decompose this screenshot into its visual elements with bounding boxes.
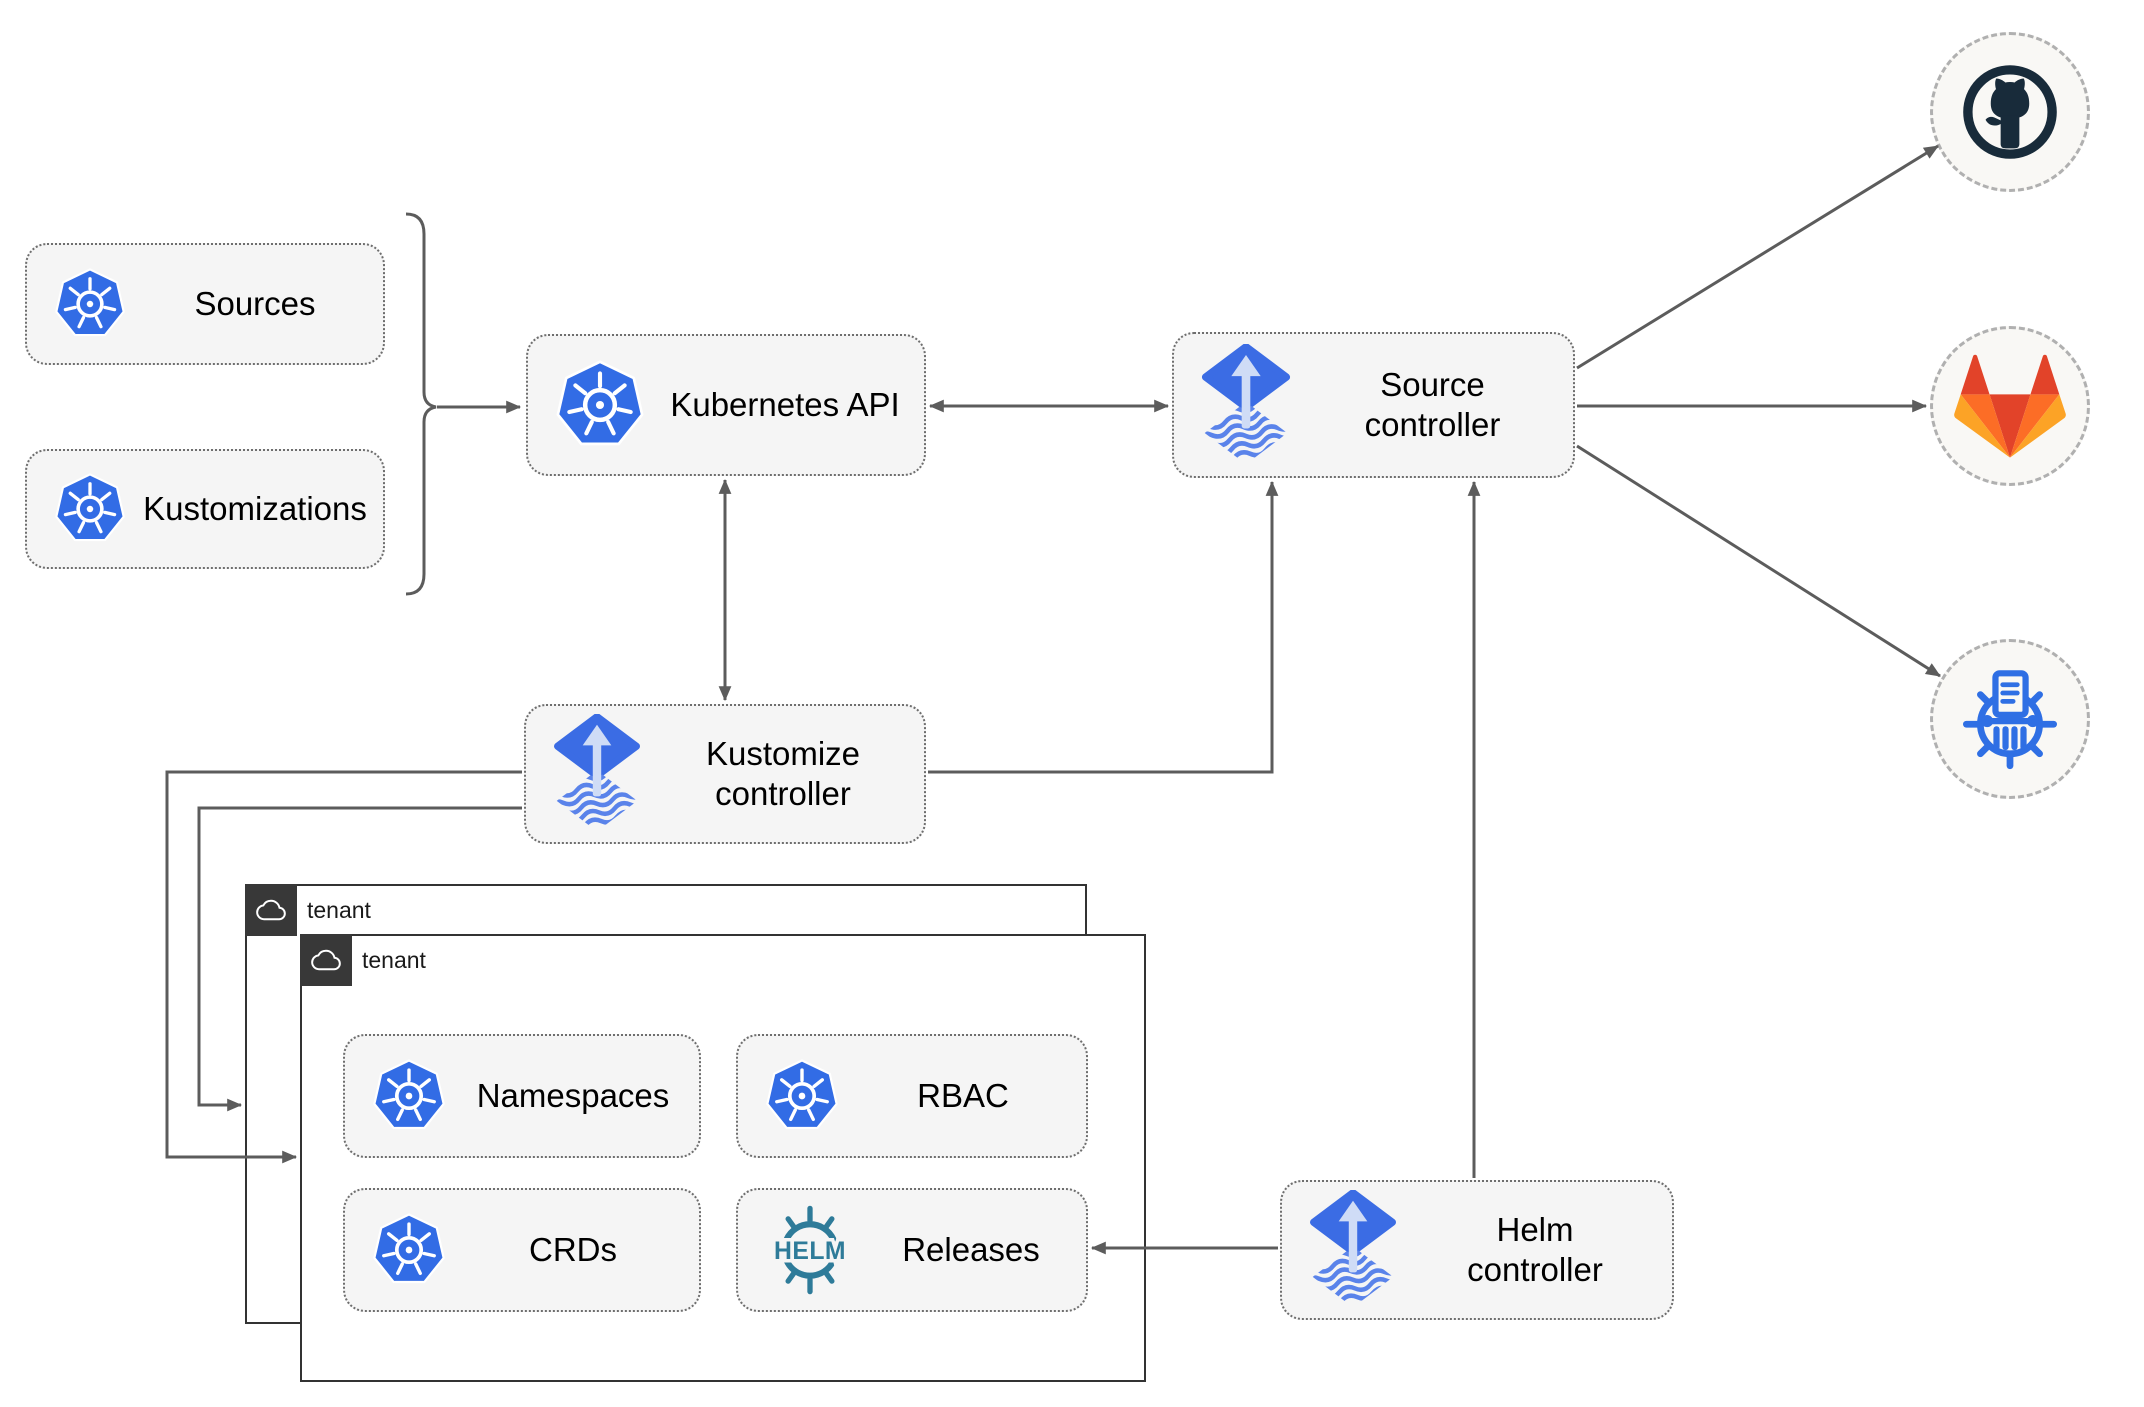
- node-rbac-label: RBAC: [917, 1076, 1009, 1114]
- tenant-back-label: tenant: [307, 896, 371, 923]
- edge-source-controller-to-github: [1576, 144, 1939, 370]
- kubernetes-icon: [371, 1213, 447, 1287]
- chartmuseum-helm-repo-icon: [1963, 670, 2057, 770]
- kubernetes-icon: [53, 473, 127, 545]
- kubernetes-icon: [554, 360, 646, 450]
- node-rbac: RBAC: [736, 1034, 1088, 1158]
- kubernetes-icon: [53, 268, 127, 340]
- node-source-controller: Source controller: [1172, 332, 1575, 478]
- node-sources-label: Sources: [194, 284, 316, 322]
- node-sources: Sources: [25, 243, 385, 365]
- kubernetes-icon: [764, 1059, 840, 1133]
- helm-icon: [764, 1204, 856, 1296]
- flux-icon: [552, 714, 642, 834]
- edge-group-brace: [405, 212, 437, 596]
- cloud-icon: [256, 899, 286, 921]
- edge-source-controller-to-chartmuseum: [1576, 444, 1941, 678]
- endpoint-gitlab: [1930, 326, 2090, 486]
- node-crds-label: CRDs: [529, 1230, 617, 1268]
- node-kustomize-controller: Kustomize controller: [524, 704, 926, 844]
- kubernetes-icon: [371, 1059, 447, 1133]
- github-icon: [1963, 65, 2057, 159]
- flux-icon: [1200, 344, 1292, 467]
- node-namespaces-label: Namespaces: [476, 1076, 670, 1114]
- edge-kustomize-controller-to-source-controller: [928, 480, 1279, 774]
- node-source-controller-label: Source controller: [1364, 365, 1501, 443]
- tenant-group-front: tenant: [300, 934, 1146, 1382]
- flux-icon: [1308, 1190, 1398, 1310]
- endpoint-github: [1930, 32, 2090, 192]
- node-helm-controller-label: Helm controller: [1467, 1210, 1603, 1288]
- node-kustomizations-label: Kustomizations: [143, 489, 367, 527]
- node-namespaces: Namespaces: [343, 1034, 701, 1158]
- node-kubernetes-api: Kubernetes API: [526, 334, 926, 476]
- gitlab-icon: [1954, 354, 2066, 458]
- node-helm-controller: Helm controller: [1280, 1180, 1674, 1320]
- cloud-icon: [311, 949, 341, 971]
- node-releases-label: Releases: [902, 1230, 1040, 1268]
- tenant-back-header: [245, 884, 297, 936]
- tenant-front-header: [300, 934, 352, 986]
- endpoint-chartmuseum: [1930, 639, 2090, 799]
- node-kustomizations: Kustomizations: [25, 449, 385, 569]
- tenant-front-label: tenant: [362, 946, 426, 973]
- node-kubernetes-api-label: Kubernetes API: [670, 385, 900, 423]
- node-crds: CRDs: [343, 1188, 701, 1312]
- node-kustomize-controller-label: Kustomize controller: [705, 734, 861, 812]
- node-releases: Releases: [736, 1188, 1088, 1312]
